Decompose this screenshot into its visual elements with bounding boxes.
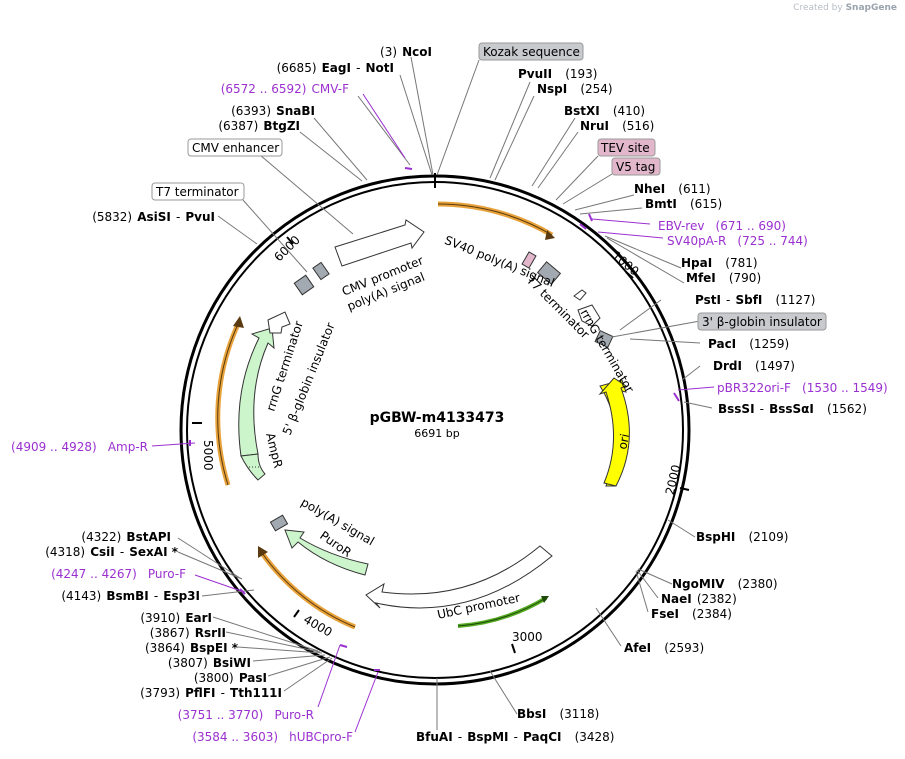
orf-bottom-left-line bbox=[261, 552, 356, 628]
ori-arrow-body bbox=[598, 377, 630, 487]
enzyme-bstxi: BstXI (410) bbox=[564, 100, 645, 119]
leader-lines bbox=[177, 56, 713, 730]
orf-bottom-line bbox=[457, 597, 547, 627]
tick-3000: 3000 bbox=[512, 630, 543, 644]
enzyme-naei: NaeI (2382) bbox=[661, 588, 737, 607]
primer-amp-r: (4909 .. 4928) Amp-R bbox=[11, 436, 148, 455]
cmv-promoter-arrow bbox=[334, 219, 425, 267]
primer-hubcpro-f: (3584 .. 3603) hUBCpro-F bbox=[192, 726, 353, 745]
primer-markers bbox=[189, 167, 680, 671]
enzyme-pflfi: (3793) PflFI - Tth111I bbox=[140, 682, 282, 701]
primer-cmv-f: (6572 .. 6592) CMV-F bbox=[221, 78, 349, 97]
orf-left bbox=[215, 320, 242, 486]
tick-2000: 2000 bbox=[663, 463, 684, 496]
tick-marks bbox=[192, 236, 690, 654]
plasmid-size: 6691 bp bbox=[414, 427, 459, 440]
orf-top-arrow-icon bbox=[545, 230, 555, 240]
enzyme-bsiwi: (3807) BsiWI bbox=[168, 652, 251, 671]
feat-rrng-right: rrnG terminator bbox=[578, 307, 637, 395]
svg-text:TEV site: TEV site bbox=[600, 141, 650, 155]
enzyme-fsei: FseI (2384) bbox=[651, 603, 732, 622]
enzyme-rsrii: (3867) RsrII bbox=[150, 622, 226, 641]
enzyme-asisi-pvui: (5832) AsiSI - PvuI bbox=[92, 206, 215, 225]
boxed-beta-globin-3: 3' β-globin insulator bbox=[697, 312, 827, 331]
snapgene-credit: Created by SnapGene bbox=[793, 3, 897, 13]
primer-puro-f: (4247 .. 4267) Puro-F bbox=[51, 563, 186, 582]
feat-ampr: AmpR bbox=[263, 431, 285, 469]
enzyme-pasi: (3800) PasI bbox=[194, 667, 267, 686]
enzyme-bbsi: BbsI (3118) bbox=[517, 703, 599, 722]
svg-text:3' β-globin insulator: 3' β-globin insulator bbox=[702, 315, 822, 329]
orf-top-line bbox=[437, 203, 553, 236]
svg-text:Kozak sequence: Kozak sequence bbox=[483, 45, 580, 59]
ubc-promoter-arrow bbox=[365, 545, 553, 609]
enzyme-csii: (4318) CsiI - SexAI * bbox=[45, 541, 179, 560]
tag-box bbox=[521, 251, 537, 269]
enzyme-eari: (3910) EarI bbox=[140, 607, 212, 626]
enzyme-bstapi: (4322) BstAPI bbox=[81, 526, 171, 545]
boxed-tev: TEV site bbox=[597, 138, 656, 157]
feat-t7-terminator: T7 terminator bbox=[523, 272, 592, 341]
enzyme-bsphi: BspHI (2109) bbox=[696, 526, 788, 545]
primer-puro-r: (3751 .. 3770) Puro-R bbox=[178, 704, 314, 723]
gray-box-5 bbox=[269, 514, 289, 532]
svg-text:CMV enhancer: CMV enhancer bbox=[192, 141, 279, 155]
enzyme-drdi: DrdI (1497) bbox=[713, 355, 795, 374]
svg-text:V5 tag: V5 tag bbox=[616, 160, 655, 174]
orf-bottom-left-arrow-icon bbox=[258, 546, 268, 558]
primer-sv40pa-r: SV40pA-R (725 .. 744) bbox=[667, 230, 808, 249]
rrng-right-arrow bbox=[577, 304, 601, 327]
plasmid-name: pGBW-m4133473 bbox=[370, 410, 505, 426]
enzyme-bspei: (3864) BspEI * bbox=[145, 637, 239, 656]
enzyme-bsmbi: (4143) BsmBI - Esp3I bbox=[61, 585, 200, 604]
enzyme-nrui: NruI (516) bbox=[580, 115, 654, 134]
enzyme-pvuii: PvuII (193) bbox=[518, 63, 597, 82]
feat-ori: ori bbox=[615, 432, 632, 450]
svg-text:T7 terminator: T7 terminator bbox=[155, 185, 239, 199]
enzyme-psti-sbfi: PstI - SbfI (1127) bbox=[695, 289, 815, 308]
enzyme-hpai: HpaI (781) bbox=[681, 252, 758, 271]
gray-box-3 bbox=[536, 261, 562, 285]
enzyme-ngomiv: NgoMIV (2380) bbox=[672, 573, 778, 592]
enzyme-nspi: NspI (254) bbox=[537, 78, 613, 97]
rrng-left-arrow bbox=[267, 311, 291, 334]
enzyme-snabi: (6393) SnaBI bbox=[231, 100, 315, 119]
enzyme-afei: AfeI (2593) bbox=[624, 637, 704, 656]
enzyme-ncoi: (3) NcoI bbox=[380, 41, 432, 60]
orf-left-line bbox=[217, 321, 240, 486]
tick-5000: 5000 bbox=[201, 440, 215, 471]
enzyme-nhei: NheI (611) bbox=[634, 178, 711, 197]
enzyme-bmti: BmtI (615) bbox=[645, 193, 722, 212]
gray-box-1 bbox=[293, 274, 315, 296]
boxed-t7-terminator: T7 terminator bbox=[151, 182, 245, 201]
enzyme-mfei: MfeI (790) bbox=[686, 267, 761, 286]
primer-ebv-rev: EBV-rev (671 .. 690) bbox=[658, 215, 786, 234]
puror-arrow bbox=[284, 529, 369, 576]
rrng-right-small-arrow bbox=[573, 289, 587, 301]
boxed-cmv-enhancer: CMV enhancer bbox=[187, 138, 283, 157]
enzyme-eagi-noti: (6685) EagI - NotI bbox=[277, 57, 394, 76]
gray-box-2 bbox=[312, 261, 330, 281]
orf-left-arrow-icon bbox=[233, 316, 244, 328]
orf-top bbox=[437, 201, 554, 238]
orf-bottom-arrow-icon bbox=[541, 596, 549, 603]
enzyme-bfuai: BfuAI - BspMI - PaqCI (3428) bbox=[416, 726, 614, 745]
enzyme-paci: PacI (1259) bbox=[708, 333, 789, 352]
boxed-kozak: Kozak sequence bbox=[478, 42, 584, 61]
primer-pbr322ori-f: pBR322ori-F (1530 .. 1549) bbox=[717, 377, 888, 396]
kozak-leader bbox=[436, 59, 480, 176]
boxed-v5: V5 tag bbox=[611, 157, 661, 176]
gray-box-4 bbox=[594, 329, 614, 349]
enzyme-btgzi: (6387) BtgZI bbox=[218, 115, 300, 134]
primer-lines bbox=[151, 93, 715, 733]
snapgene-logo: SnapGene bbox=[845, 3, 897, 13]
enzyme-bsssi: BssSI - BssSαI (1562) bbox=[718, 398, 867, 417]
